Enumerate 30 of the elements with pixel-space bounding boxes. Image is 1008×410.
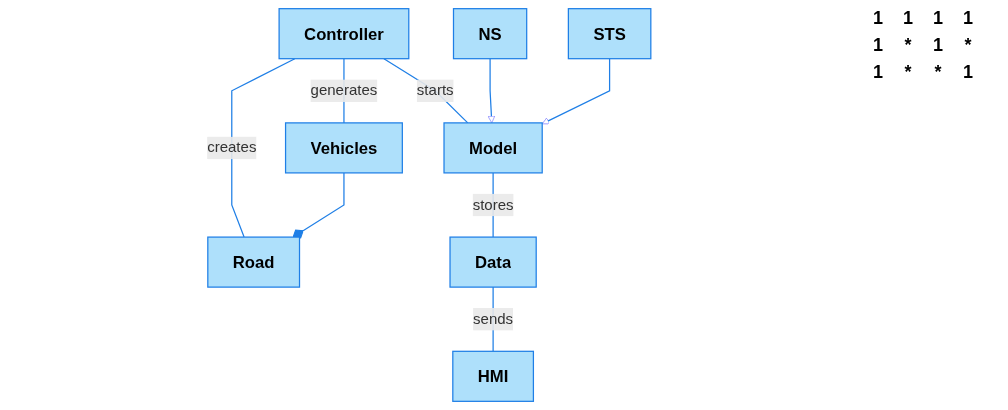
multiplicity-label: 1 <box>872 35 884 56</box>
node-box: NS <box>452 8 528 60</box>
node-box: STS <box>567 8 652 60</box>
multiplicity-label: 1 <box>872 8 884 29</box>
edge-label: creates <box>207 139 257 156</box>
connector <box>292 172 345 239</box>
node-box: HMI <box>452 350 535 402</box>
multiplicity-label: * <box>963 35 973 56</box>
multiplicity-label: * <box>903 62 913 83</box>
multiplicity-label: 1 <box>962 62 974 83</box>
connector <box>383 58 469 124</box>
arrow <box>541 58 611 125</box>
multiplicity-label: * <box>933 62 943 83</box>
node-box: Controller <box>278 8 410 60</box>
edge-label: sends <box>473 310 514 328</box>
edge-label: stores <box>472 196 514 213</box>
multiplicity-label: * <box>903 35 913 56</box>
edge-label: starts <box>416 82 454 99</box>
node-box: Data <box>449 236 537 288</box>
node-box: Model <box>443 122 543 174</box>
multiplicity-label: 1 <box>902 8 914 29</box>
multiplicity-label: 1 <box>932 8 944 29</box>
connector <box>231 58 296 238</box>
multiplicity-label: 1 <box>872 62 884 83</box>
node-box: Road <box>207 236 301 288</box>
multiplicity-label: 1 <box>932 35 944 56</box>
node-box: Vehicles <box>284 122 403 174</box>
arrow <box>487 58 496 124</box>
multiplicity-label: 1 <box>962 8 974 29</box>
edge-label: generates <box>310 82 378 99</box>
